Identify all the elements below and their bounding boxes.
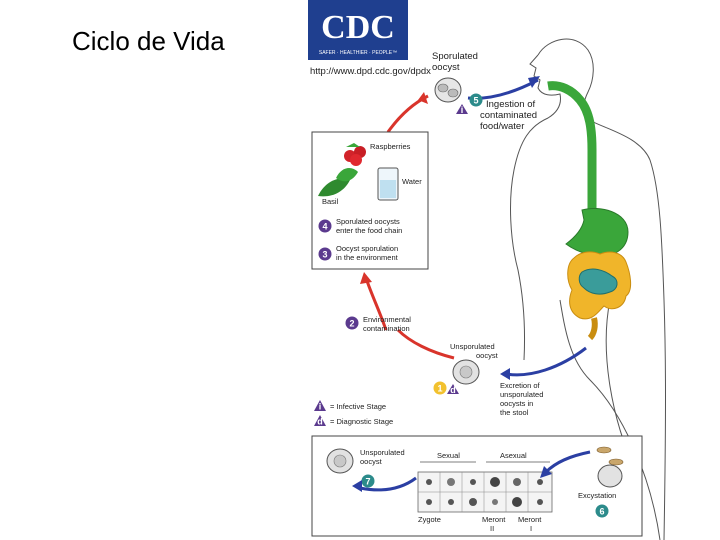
intracellular-stages-box: Unsporulated oocyst 7 Sexual Asexual (311, 435, 643, 537)
meront2-label-1: Meront (482, 515, 506, 524)
sporozoite-a (596, 446, 612, 454)
legend-infective-icon (314, 400, 326, 411)
legend: i = Infective Stage d = Diagnostic Stage (314, 400, 393, 427)
inset-oocyst-label-2: oocyst (360, 457, 383, 466)
raspberries-label: Raspberries (370, 142, 411, 151)
sporulated-oocyst-label-1: Sporulated (432, 51, 478, 62)
oocyst-nucleus (459, 365, 473, 379)
cdc-logo-tagline: SAFER · HEALTHIER · PEOPLE™ (319, 50, 397, 56)
inset-arrow-left (359, 476, 417, 492)
food-chain-label-1: Sporulated oocysts (336, 217, 400, 226)
contamination-arrowhead (360, 272, 372, 284)
food-chain-label-2: enter the food chain (336, 226, 402, 235)
rectum (587, 317, 598, 341)
sporulated-oocyst-label-2: oocyst (432, 62, 460, 73)
step-7-number: 7 (365, 477, 370, 487)
step-5-ingestion: i 5 Ingestion of contaminated food/water (456, 93, 537, 132)
small-intestine (578, 268, 618, 295)
diagnostic-symbol-1: d (450, 385, 456, 395)
cdc-logo: CDC SAFER · HEALTHIER · PEOPLE™ http://w… (308, 0, 431, 77)
oocyst-to-env-arrow (396, 328, 455, 360)
inset-arrow-right (544, 450, 591, 474)
slide-title: Ciclo de Vida (72, 26, 225, 56)
ingestion-label-2: contaminated (480, 110, 537, 121)
excretion-arrowhead (500, 368, 510, 380)
excystation-label: Excystation (578, 491, 616, 500)
step-7-badge (361, 474, 375, 488)
inset-arrow-left-head (352, 480, 362, 492)
ingestion-arrowhead (528, 76, 540, 88)
step-3-number: 3 (322, 250, 327, 260)
step-4-number: 4 (322, 222, 327, 232)
asexual-label: Asexual (500, 451, 527, 460)
step-5-badge (469, 93, 483, 107)
infective-symbol-5: i (461, 105, 464, 115)
unsporulated-oocyst-stage: Unsporulated oocyst 1 d Excretion of uns… (433, 342, 543, 417)
sporocyst-a (437, 83, 449, 93)
step-2-contamination: 2 Environmental contamination (345, 315, 411, 333)
step-6-badge (595, 504, 609, 518)
cdc-url: http://www.dpd.cdc.gov/dpdx (310, 66, 431, 77)
cdc-logo-background (308, 0, 408, 60)
legend-infective-label: = Infective Stage (330, 402, 386, 411)
sporulated-oocyst: Sporulated oocyst (432, 51, 478, 103)
step-2-number: 2 (349, 319, 354, 329)
food-chain-box: Raspberries Basil Water 4 Sporulated ooc… (311, 131, 429, 270)
inset-oocyst-nucleus (333, 454, 347, 468)
sporulation-env-label-2: in the environment (336, 253, 399, 262)
excretion-label-3: oocysts in (500, 399, 533, 408)
zygote-label: Zygote (418, 515, 441, 524)
infective-marker (456, 104, 468, 114)
stomach (565, 207, 629, 257)
cycle-arrows (360, 76, 587, 380)
cdc-logo-text: CDC (321, 9, 395, 46)
food-box-frame (311, 131, 429, 270)
inset-arrow-right-head (540, 466, 552, 478)
raspberries-image (344, 143, 366, 166)
excretion-label-4: the stool (500, 408, 529, 417)
inset-oocyst-label-1: Unsporulated (360, 448, 405, 457)
meront1-label-1: Meront (518, 515, 542, 524)
step-1-number: 1 (437, 384, 442, 394)
basil-label: Basil (322, 197, 339, 206)
excretion-label-2: unsporulated (500, 390, 543, 399)
step-6-number: 6 (599, 507, 604, 517)
esophagus (547, 81, 597, 220)
sporulation-env-label-1: Oocyst sporulation (336, 244, 398, 253)
ingestion-label-3: food/water (480, 121, 524, 132)
env-contamination-label-1: Environmental (363, 315, 411, 324)
legend-diagnostic-label: = Diagnostic Stage (330, 417, 393, 426)
excretion-label-1: Excretion of (500, 381, 541, 390)
sporozoite-b (608, 458, 624, 466)
unsporulated-oocyst-label-1: Unsporulated (450, 342, 495, 351)
meront2-label-2: II (490, 524, 494, 533)
cell-grid (417, 471, 553, 513)
step-1-badge (433, 381, 447, 395)
unsporulated-oocyst-label-2: oocyst (476, 351, 499, 360)
ingestion-label-1: Ingestion of (486, 99, 535, 110)
legend-diagnostic-symbol: d (317, 417, 323, 427)
step-2-badge (345, 316, 359, 330)
legend-infective-symbol: i (319, 402, 322, 412)
food-arrowhead (418, 92, 428, 104)
sporocyst-b (447, 88, 459, 98)
water-glass-image (377, 167, 399, 201)
env-contamination-label-2: contamination (363, 324, 410, 333)
digestive-tract (547, 81, 632, 341)
step-5-number: 5 (473, 96, 478, 106)
meront1-label-2: I (530, 524, 532, 533)
water-label: Water (402, 177, 422, 186)
legend-diagnostic-icon (314, 415, 326, 426)
basil-image (318, 168, 358, 197)
excysting-oocyst-image (597, 464, 623, 488)
sexual-label: Sexual (437, 451, 460, 460)
diagnostic-marker (447, 384, 459, 394)
step-3-badge (318, 247, 332, 261)
excretion-arrow (505, 346, 587, 377)
step-4-badge (318, 219, 332, 233)
